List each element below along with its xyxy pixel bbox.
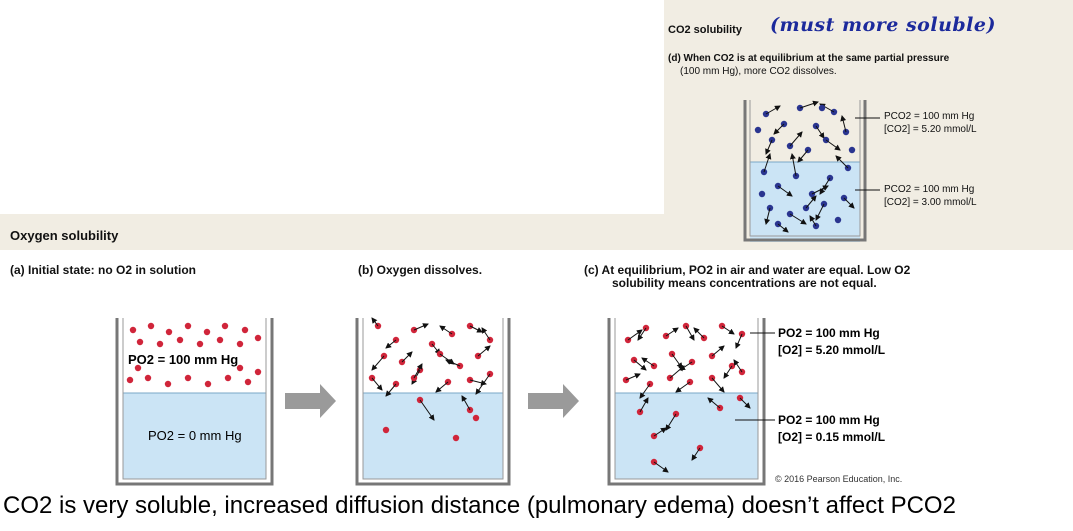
motion-arrow <box>724 366 732 378</box>
motion-arrow <box>626 374 640 380</box>
motion-arrow <box>402 352 412 362</box>
motion-arrow <box>736 334 742 348</box>
caption-text: CO2 is very soluble, increased diffusion… <box>3 492 956 520</box>
o2-molecule <box>255 369 261 375</box>
motion-arrow <box>798 150 808 162</box>
o2-molecule <box>137 339 143 345</box>
motion-arrow <box>642 358 654 366</box>
motion-arrow <box>774 124 784 134</box>
process-arrow-1 <box>285 384 336 418</box>
motion-arrow <box>414 324 428 330</box>
o2-molecule <box>245 379 251 385</box>
motion-arrow <box>712 346 724 356</box>
o2-molecule <box>177 337 183 343</box>
o2-molecule <box>204 329 210 335</box>
motion-arrow <box>440 326 452 334</box>
motion-arrow <box>372 318 378 326</box>
motion-arrow <box>478 346 490 356</box>
o2-molecule <box>225 375 231 381</box>
motion-arrow <box>470 326 482 332</box>
co2-molecule <box>835 217 841 223</box>
motion-arrow <box>722 326 734 334</box>
o2-molecule <box>148 323 154 329</box>
a-water-text: PO2 = 0 mm Hg <box>148 428 242 443</box>
co2-molecule <box>849 147 855 153</box>
motion-arrow <box>790 132 802 146</box>
process-arrow-2 <box>528 384 579 418</box>
motion-arrow <box>372 378 382 390</box>
o2-molecule <box>242 327 248 333</box>
motion-arrow <box>628 330 642 340</box>
o2-molecule <box>130 327 136 333</box>
motion-arrow <box>638 328 646 340</box>
motion-arrow <box>372 356 384 370</box>
o2-molecule <box>166 329 172 335</box>
motion-arrow <box>634 360 646 370</box>
motion-arrow <box>436 382 448 392</box>
o2-molecule <box>473 415 479 421</box>
motion-arrow <box>670 366 684 378</box>
o2-molecule <box>255 335 261 341</box>
o2-molecule <box>145 375 151 381</box>
motion-arrow <box>676 382 690 392</box>
d-water-pressure: PCO2 = 100 mm Hg <box>884 184 974 195</box>
o2-molecule <box>237 341 243 347</box>
c-air-pressure: PO2 = 100 mm Hg <box>778 326 880 340</box>
co2-molecule <box>755 127 761 133</box>
o2-molecule <box>205 381 211 387</box>
copyright: © 2016 Pearson Education, Inc. <box>775 474 902 484</box>
o2-molecule <box>165 381 171 387</box>
motion-arrow <box>766 140 772 154</box>
c-water-conc: [O2] = 0.15 mmol/L <box>778 430 885 444</box>
motion-arrow <box>672 354 682 368</box>
motion-arrow <box>766 106 780 114</box>
co2-molecule <box>759 191 765 197</box>
o2-molecule <box>157 341 163 347</box>
o2-molecule <box>185 323 191 329</box>
d-water-conc: [CO2] = 3.00 mmol/L <box>884 197 977 208</box>
motion-arrow <box>826 140 840 150</box>
o2-molecule <box>127 377 133 383</box>
motion-arrow <box>686 326 694 340</box>
o2-molecule <box>217 337 223 343</box>
motion-arrow <box>476 374 490 394</box>
o2-molecule <box>185 375 191 381</box>
a-air-text: PO2 = 100 mm Hg <box>128 352 238 367</box>
motion-arrow <box>816 126 824 138</box>
motion-arrow <box>800 102 818 108</box>
o2-molecule <box>197 341 203 347</box>
motion-arrow <box>386 340 396 348</box>
o2-molecule <box>383 427 389 433</box>
d-air-conc: [CO2] = 5.20 mmol/L <box>884 124 977 135</box>
o2-molecule <box>453 435 459 441</box>
motion-arrow <box>482 328 490 340</box>
motion-arrow <box>712 378 724 392</box>
d-air-pressure: PCO2 = 100 mm Hg <box>884 111 974 122</box>
motion-arrow <box>694 328 704 338</box>
c-air-conc: [O2] = 5.20 mmol/L <box>778 343 885 357</box>
c-water-pressure: PO2 = 100 mm Hg <box>778 413 880 427</box>
motion-arrow <box>680 362 692 370</box>
motion-arrow <box>446 360 460 366</box>
co2-molecule <box>819 105 825 111</box>
motion-arrow <box>734 360 742 372</box>
o2-molecule <box>222 323 228 329</box>
motion-arrow <box>666 328 678 336</box>
